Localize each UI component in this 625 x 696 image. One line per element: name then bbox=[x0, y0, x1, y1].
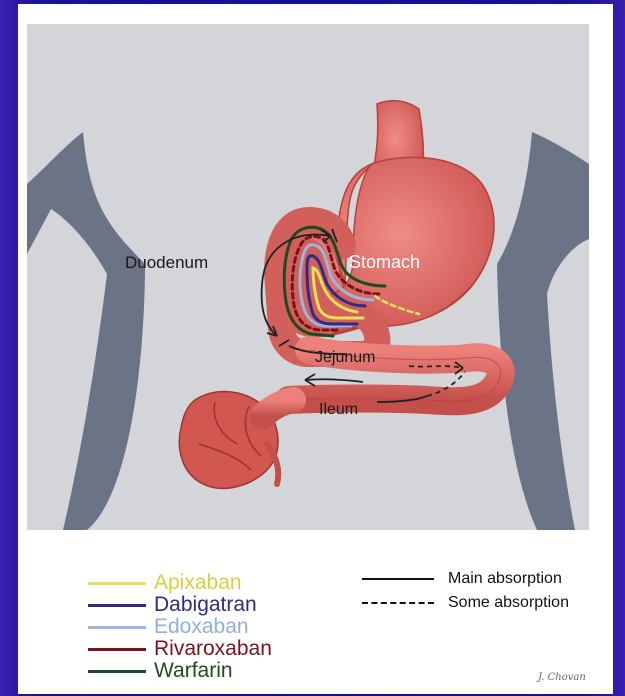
solid-line-swatch bbox=[362, 578, 434, 580]
legend-item-apixaban: Apixaban bbox=[88, 572, 242, 594]
legend: Apixaban Dabigatran Edoxaban Rivaroxaban… bbox=[0, 548, 625, 696]
dashed-line-swatch bbox=[362, 602, 434, 604]
legend-swatch-warfarin bbox=[88, 670, 146, 673]
legend-item-main-absorption: Main absorption bbox=[362, 570, 562, 588]
legend-item-edoxaban: Edoxaban bbox=[88, 616, 249, 638]
legend-item-some-absorption: Some absorption bbox=[362, 594, 569, 612]
label-duodenum: Duodenum bbox=[125, 253, 208, 272]
legend-label-main-absorption: Main absorption bbox=[448, 570, 562, 588]
gi-tract-illustration: Duodenum Stomach Jejunum Ileum bbox=[27, 24, 617, 530]
legend-label-rivaroxaban: Rivaroxaban bbox=[154, 638, 272, 660]
legend-swatch-edoxaban bbox=[88, 626, 146, 629]
legend-label-dabigatran: Dabigatran bbox=[154, 594, 257, 616]
legend-item-dabigatran: Dabigatran bbox=[88, 594, 257, 616]
label-ileum: Ileum bbox=[319, 401, 358, 418]
ileum-to-cecum bbox=[263, 400, 293, 416]
artist-signature: J. Chovan bbox=[538, 672, 586, 683]
legend-label-edoxaban: Edoxaban bbox=[154, 616, 249, 638]
label-jejunum: Jejunum bbox=[315, 349, 375, 366]
legend-item-rivaroxaban: Rivaroxaban bbox=[88, 638, 272, 660]
legend-swatch-rivaroxaban bbox=[88, 648, 146, 651]
legend-item-warfarin: Warfarin bbox=[88, 660, 233, 682]
legend-label-apixaban: Apixaban bbox=[154, 572, 242, 594]
legend-label-some-absorption: Some absorption bbox=[448, 594, 569, 612]
label-stomach: Stomach bbox=[349, 252, 420, 272]
legend-label-warfarin: Warfarin bbox=[154, 660, 233, 682]
legend-swatch-dabigatran bbox=[88, 604, 146, 607]
legend-swatch-apixaban bbox=[88, 582, 146, 585]
